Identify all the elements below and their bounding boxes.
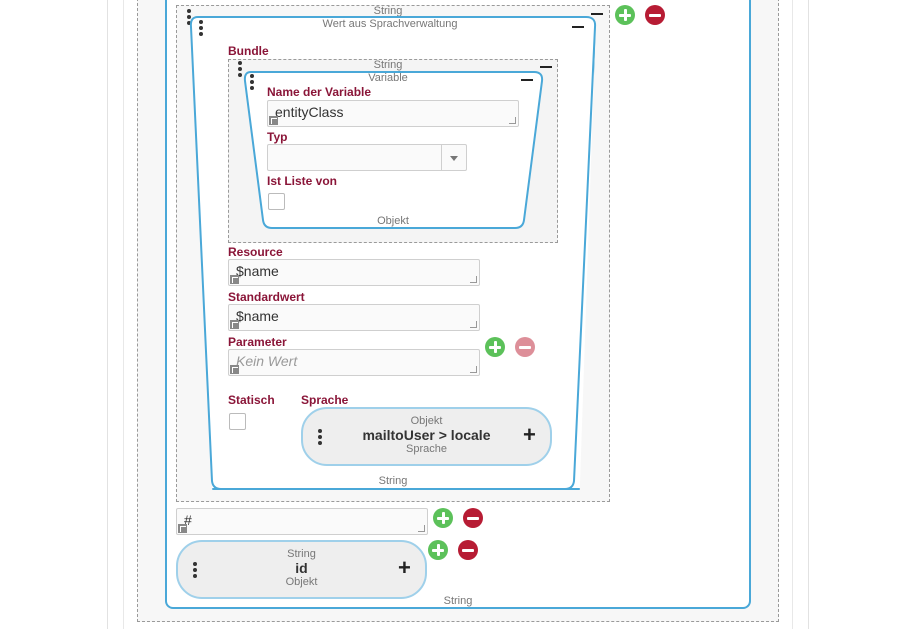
name-der-variable-label: Name der Variable — [267, 85, 372, 99]
ist-liste-checkbox[interactable] — [268, 193, 285, 210]
variable-name-input[interactable]: entityClass — [267, 100, 519, 127]
standardwert-label: Standardwert — [228, 290, 305, 304]
sprache-label: Sprache — [301, 393, 349, 407]
resize-grip-icon[interactable] — [509, 117, 516, 124]
resize-grip-icon[interactable] — [418, 525, 425, 532]
statisch-label: Statisch — [228, 393, 275, 407]
bundle-type-caption: String — [373, 59, 403, 71]
resize-grip-icon[interactable] — [470, 276, 477, 283]
sprache-pill-type: Objekt — [410, 415, 443, 427]
parameter-label: Parameter — [228, 335, 287, 349]
collapse-minus-icon[interactable] — [540, 66, 552, 68]
sprache-pill[interactable]: Objekt mailtoUser > locale Sprache + — [301, 407, 552, 466]
drag-handle-icon[interactable] — [193, 562, 197, 580]
expand-icon[interactable] — [230, 365, 239, 374]
parameter-input[interactable]: Kein Wert — [228, 349, 480, 376]
standardwert-value: $name — [236, 308, 279, 324]
page-frame-inner-left — [123, 0, 124, 629]
variable-title: Variable — [368, 72, 408, 84]
sprachverwaltung-bottom-caption: String — [378, 475, 408, 487]
expand-icon[interactable] — [269, 116, 278, 125]
bundle-label: Bundle — [228, 44, 269, 58]
id-pill-value: id — [295, 560, 308, 576]
sprache-pill-value: mailtoUser > locale — [362, 427, 491, 443]
variable-name-value: entityClass — [275, 104, 344, 120]
expand-icon[interactable] — [230, 320, 239, 329]
typ-label: Typ — [267, 130, 288, 144]
plus-icon[interactable]: + — [398, 555, 411, 580]
collapse-minus-icon[interactable] — [591, 13, 603, 15]
resize-grip-icon[interactable] — [470, 366, 477, 373]
hash-input-value: # — [184, 512, 192, 528]
resource-value: $name — [236, 263, 279, 279]
add-button[interactable] — [615, 5, 635, 25]
chevron-down-icon[interactable] — [450, 156, 458, 161]
remove-hash-button[interactable] — [463, 508, 483, 528]
add-hash-button[interactable] — [433, 508, 453, 528]
standardwert-input[interactable]: $name — [228, 304, 480, 331]
page-frame-right — [808, 0, 809, 629]
drag-handle-icon[interactable] — [250, 74, 254, 92]
drag-handle-icon[interactable] — [187, 9, 191, 27]
add-parameter-button[interactable] — [485, 337, 505, 357]
sprache-pill-subtype: Sprache — [406, 443, 447, 455]
remove-button[interactable] — [645, 5, 665, 25]
drag-handle-icon[interactable] — [318, 429, 322, 447]
expand-icon[interactable] — [178, 524, 187, 533]
parameter-placeholder: Kein Wert — [236, 353, 298, 369]
typ-select[interactable] — [267, 144, 467, 171]
statisch-checkbox[interactable] — [229, 413, 246, 430]
ist-liste-label: Ist Liste von — [267, 174, 338, 188]
drag-handle-icon[interactable] — [199, 20, 203, 38]
resize-grip-icon[interactable] — [470, 321, 477, 328]
string-block-caption: String — [373, 5, 403, 17]
collapse-minus-icon[interactable] — [572, 26, 584, 28]
sprachverwaltung-title: Wert aus Sprachverwaltung — [322, 18, 458, 30]
plus-icon[interactable]: + — [523, 422, 536, 447]
outer-bottom-caption: String — [443, 595, 473, 607]
page-frame-inner-right — [792, 0, 793, 629]
resource-label: Resource — [228, 245, 283, 259]
variable-bottom-caption: Objekt — [377, 215, 409, 227]
resource-input[interactable]: $name — [228, 259, 480, 286]
page-frame-left — [107, 0, 108, 629]
id-pill-type: String — [287, 548, 316, 560]
remove-id-button[interactable] — [458, 540, 478, 560]
id-pill-subtype: Objekt — [285, 576, 318, 588]
expand-icon[interactable] — [230, 275, 239, 284]
id-pill[interactable]: String id Objekt + — [176, 540, 427, 599]
hash-input[interactable]: # — [176, 508, 428, 535]
remove-parameter-button[interactable] — [515, 337, 535, 357]
collapse-minus-icon[interactable] — [521, 79, 533, 81]
drag-handle-icon[interactable] — [238, 61, 242, 79]
add-id-button[interactable] — [428, 540, 448, 560]
